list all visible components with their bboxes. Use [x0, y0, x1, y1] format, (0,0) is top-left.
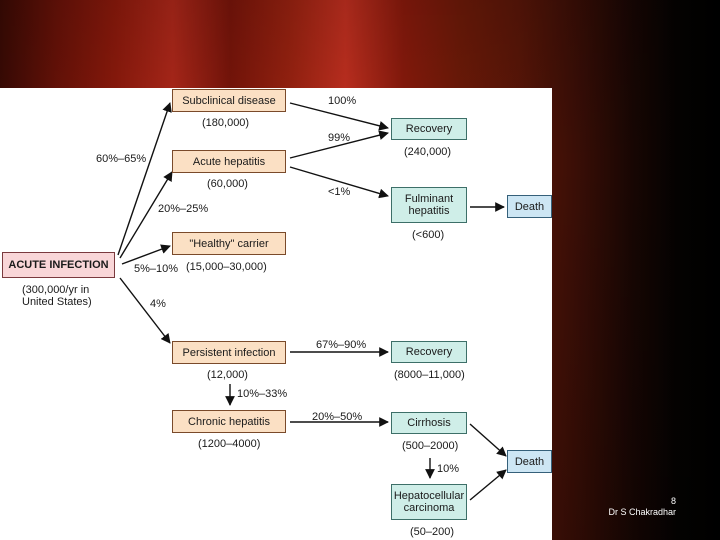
node-cirrhosis: Cirrhosis	[391, 412, 467, 434]
node-hepatocellular-carcinoma: Hepatocellular carcinoma	[391, 484, 467, 520]
node-cirrhosis-label: Cirrhosis	[407, 417, 451, 429]
slide-footer: 8 Dr S Chakradhar	[608, 496, 676, 518]
node-death-2: Death	[507, 450, 552, 473]
arrow-acute-to-subclinical	[117, 102, 172, 256]
node-fulminant-label: Fulminant hepatitis	[404, 193, 454, 217]
fulminant-count: (<600)	[412, 229, 445, 241]
slide-page-number: 8	[670, 496, 676, 506]
node-healthy-carrier-label: "Healthy" carrier	[189, 237, 269, 250]
arrow-hcc-to-death	[469, 469, 507, 501]
arrow-acute-hepatitis-to-recovery	[289, 130, 389, 159]
hcc-count: (50–200)	[410, 526, 455, 538]
node-healthy-carrier: "Healthy" carrier	[172, 232, 286, 255]
edge-label-5-10: 5%–10%	[134, 263, 179, 275]
edge-label-60-65: 60%–65%	[96, 153, 147, 165]
acute-infection-note: (300,000/yr in United States)	[22, 284, 92, 308]
arrow-acute-hepatitis-to-fulminant	[289, 166, 389, 199]
arrow-subclinical-to-recovery	[289, 102, 389, 131]
node-recovery-2: Recovery	[391, 341, 467, 363]
slide-author: Dr S Chakradhar	[608, 507, 676, 517]
persistent-count: (12,000)	[207, 369, 248, 381]
arrow-acute-to-carrier	[121, 244, 171, 265]
node-hcc-label: Hepatocellular carcinoma	[393, 490, 465, 514]
edge-label-4: 4%	[150, 298, 166, 310]
edge-label-lt1: <1%	[328, 186, 351, 198]
subclinical-count: (180,000)	[202, 117, 250, 129]
chronic-count: (1200–4000)	[198, 438, 261, 450]
acute-hepatitis-count: (60,000)	[207, 178, 248, 190]
arrow-acute-to-acute-hepatitis	[119, 171, 173, 259]
node-death-2-label: Death	[514, 455, 545, 468]
node-recovery-1-label: Recovery	[405, 123, 453, 135]
recovery-1-count: (240,000)	[404, 146, 452, 158]
node-acute-infection-label: ACUTE INFECTION	[8, 259, 109, 271]
edge-label-20-25: 20%–25%	[158, 203, 209, 215]
node-acute-hepatitis: Acute hepatitis	[172, 150, 286, 173]
arrow-acute-to-persistent	[119, 277, 171, 344]
node-subclinical-disease: Subclinical disease	[172, 89, 286, 112]
node-persistent-infection: Persistent infection	[172, 341, 286, 364]
edge-label-99: 99%	[328, 132, 351, 144]
node-chronic-label: Chronic hepatitis	[188, 415, 270, 428]
node-acute-hepatitis-label: Acute hepatitis	[192, 155, 266, 168]
edge-label-20-50: 20%–50%	[312, 411, 363, 423]
healthy-carrier-count: (15,000–30,000)	[186, 261, 267, 273]
node-chronic-hepatitis: Chronic hepatitis	[172, 410, 286, 433]
edge-label-100: 100%	[328, 95, 357, 107]
node-persistent-label: Persistent infection	[182, 346, 276, 359]
cirrhosis-count: (500–2000)	[402, 440, 459, 452]
edge-label-10-33: 10%–33%	[237, 388, 288, 400]
recovery-2-count: (8000–11,000)	[394, 369, 465, 381]
node-death-1-label: Death	[514, 200, 545, 213]
node-fulminant-hepatitis: Fulminant hepatitis	[391, 187, 467, 223]
node-subclinical-label: Subclinical disease	[182, 94, 276, 107]
edge-label-67-90: 67%–90%	[316, 339, 367, 351]
node-recovery-2-label: Recovery	[405, 346, 453, 358]
edge-label-10: 10%	[437, 463, 460, 475]
node-recovery-1: Recovery	[391, 118, 467, 140]
node-acute-infection: ACUTE INFECTION	[2, 252, 115, 278]
node-death-1: Death	[507, 195, 552, 218]
arrow-cirrhosis-to-death	[469, 423, 507, 457]
